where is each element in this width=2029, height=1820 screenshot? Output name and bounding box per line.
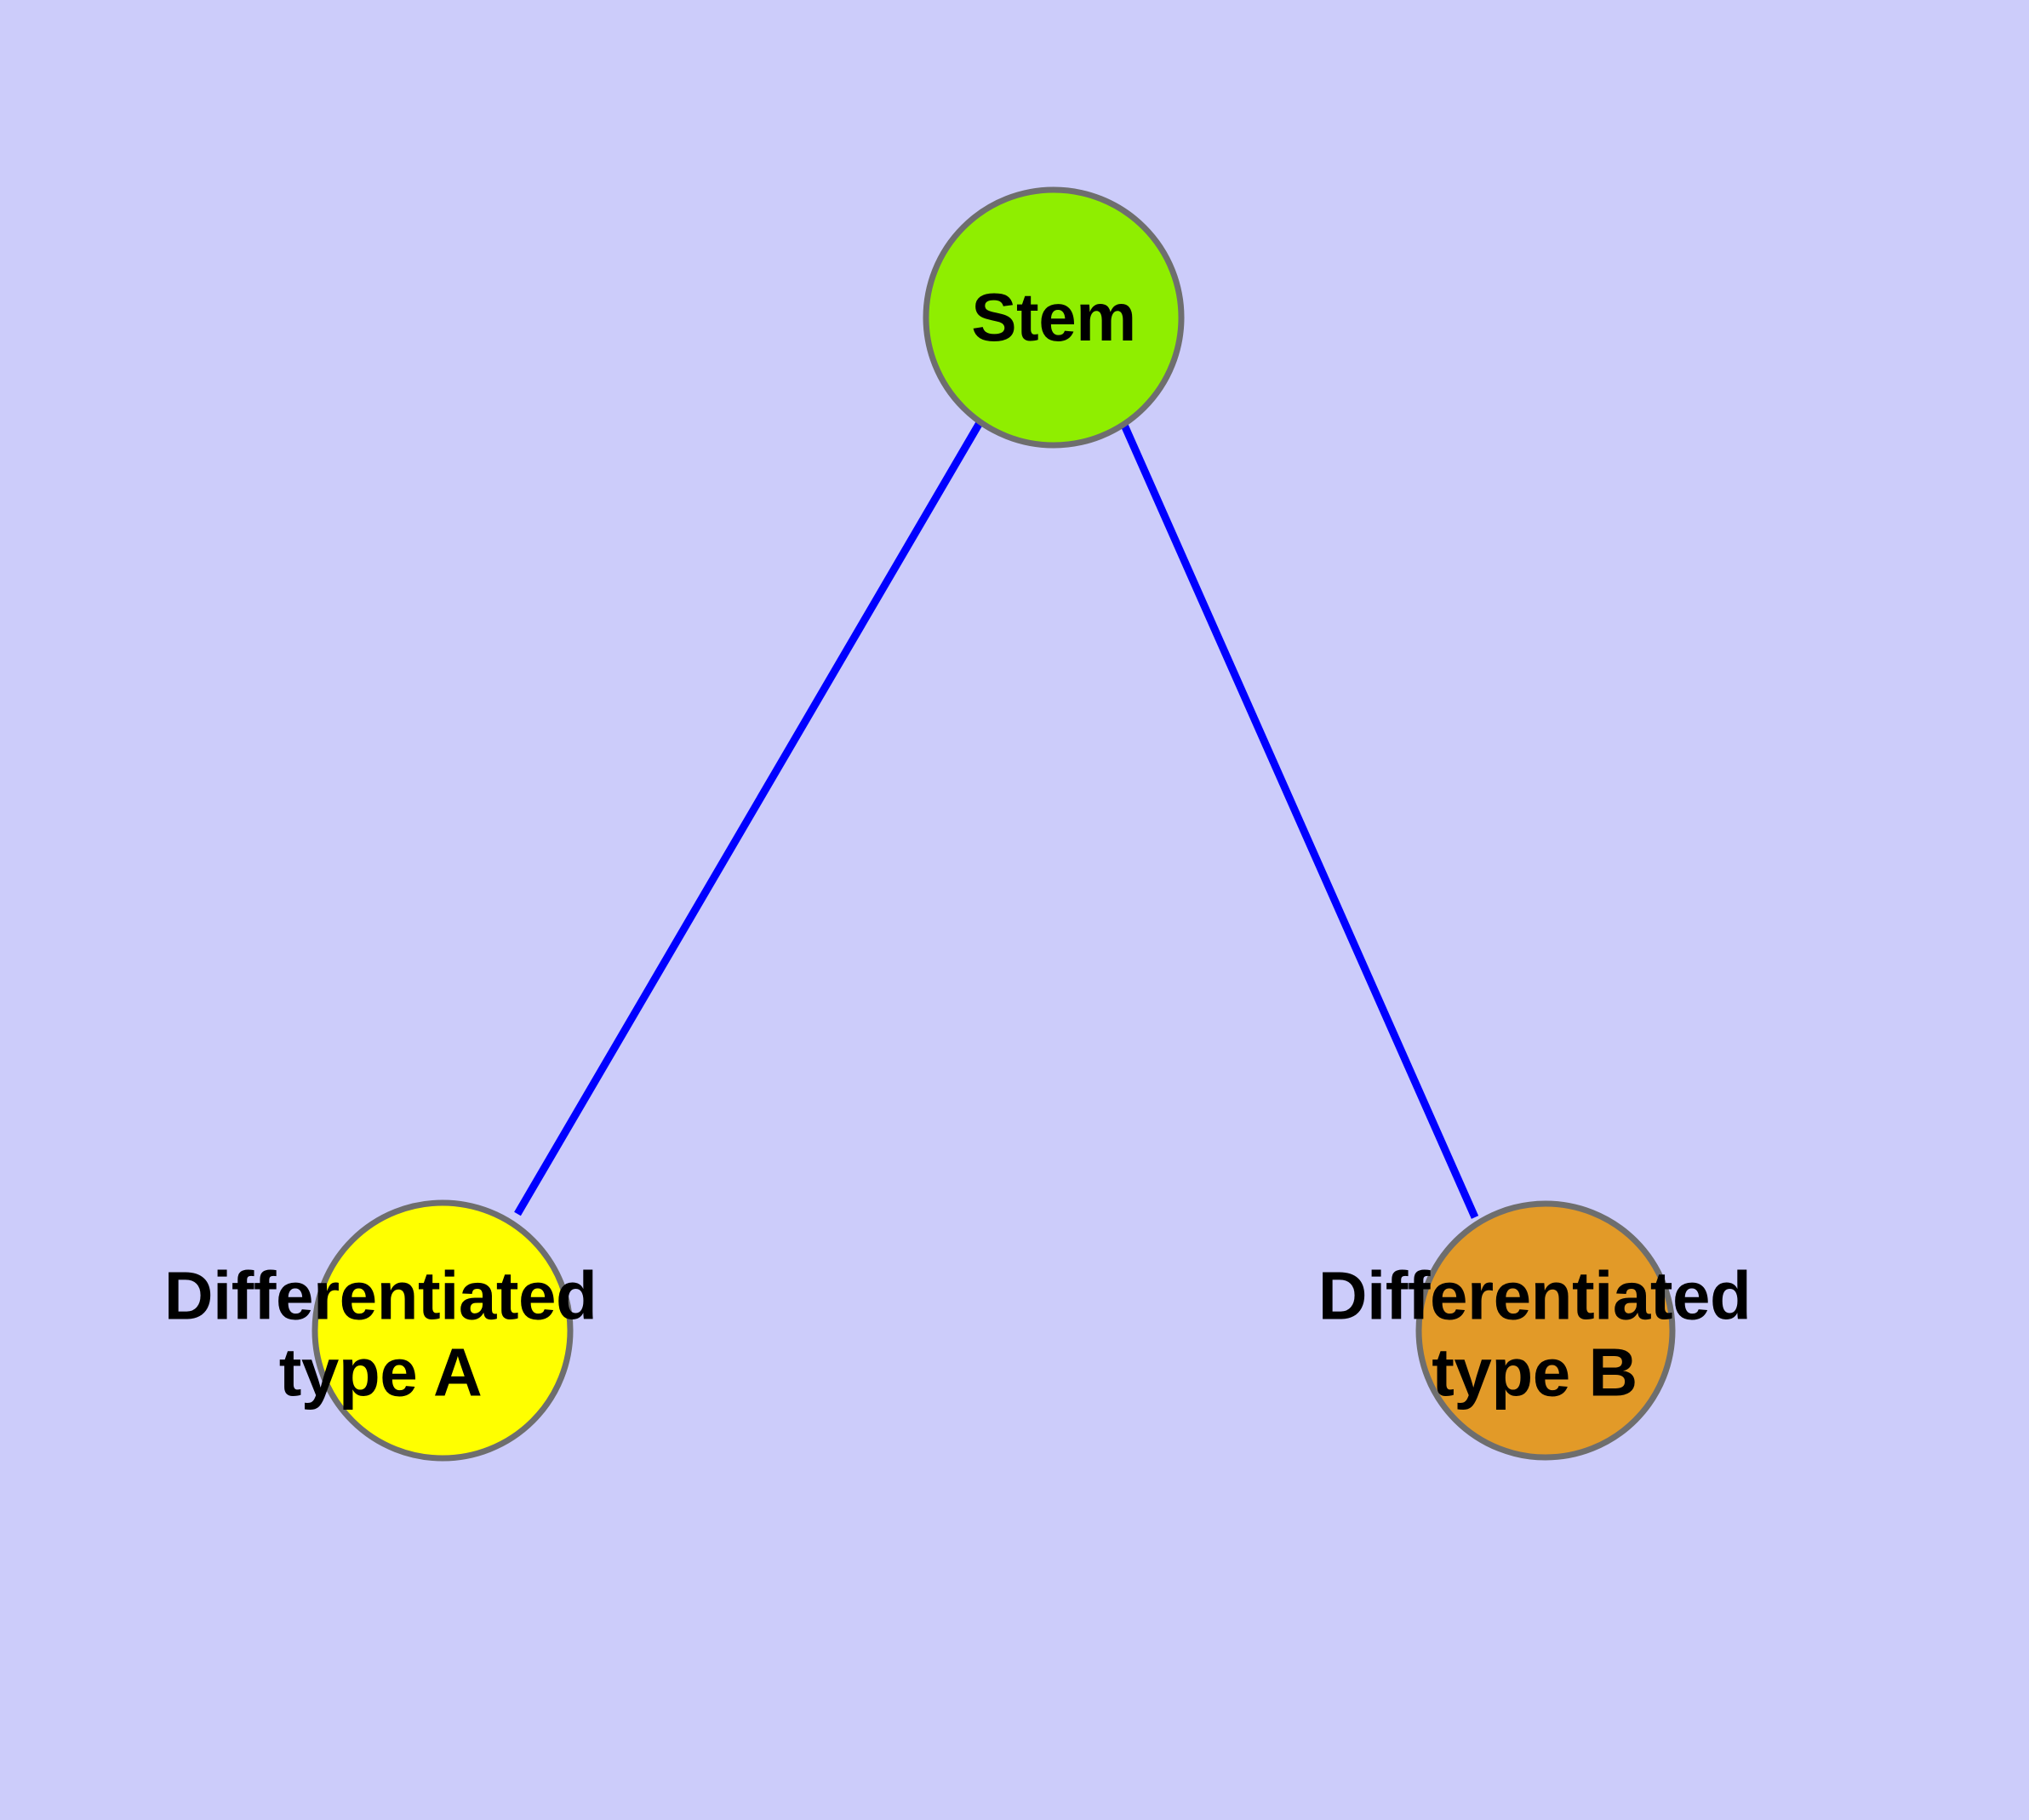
node-stem[interactable] <box>923 186 1185 449</box>
edge-layer <box>514 419 1479 1219</box>
node-differentiated-type-b[interactable] <box>1415 1200 1676 1461</box>
edge-stem-to-differentiated-type-b[interactable] <box>1119 421 1479 1219</box>
node-differentiated-type-a[interactable] <box>311 1199 574 1462</box>
node-layer <box>311 186 1676 1462</box>
edge-stem-to-differentiated-type-a[interactable] <box>514 419 984 1216</box>
